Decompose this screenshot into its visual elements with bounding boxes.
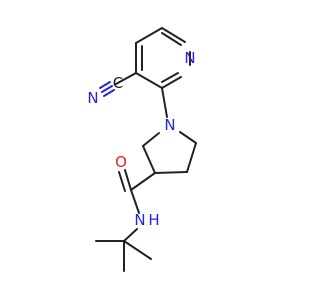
bond — [123, 228, 138, 242]
amide-oxygen-label: O — [115, 153, 127, 171]
bond — [101, 85, 113, 93]
tert-butyl-group — [95, 228, 152, 272]
amide-hydrogen-label: H — [148, 211, 159, 229]
bond — [161, 32, 182, 46]
bond — [135, 72, 163, 89]
bond — [99, 81, 111, 89]
molecule-structure-diagram: N C N N O N H — [87, 27, 197, 272]
carboxamide-group — [118, 169, 156, 214]
bond — [118, 171, 126, 192]
bond — [103, 89, 115, 97]
bond — [161, 76, 182, 89]
nitrile-carbon-label: C — [113, 74, 123, 92]
bond — [161, 72, 179, 83]
bond — [186, 142, 197, 173]
pyridine-nitrogen-label: N — [184, 49, 195, 67]
bond — [123, 240, 152, 260]
pyridine-ring — [135, 27, 191, 89]
bond — [161, 87, 168, 118]
bond — [154, 171, 188, 174]
bond — [142, 132, 160, 147]
pyrrolidine-nitrogen-label: N — [164, 116, 175, 134]
bond — [135, 27, 163, 44]
bond — [161, 27, 186, 43]
bond — [179, 131, 197, 144]
bond — [115, 72, 137, 85]
nitrile-nitrogen-label: N — [87, 89, 98, 107]
bond — [130, 189, 140, 214]
bond — [124, 169, 132, 191]
amide-nitrogen-label: N — [134, 211, 145, 229]
bond — [130, 172, 156, 191]
pyrrolidine-ring — [142, 131, 197, 174]
bond — [142, 145, 156, 174]
nitrile-group — [99, 72, 137, 97]
